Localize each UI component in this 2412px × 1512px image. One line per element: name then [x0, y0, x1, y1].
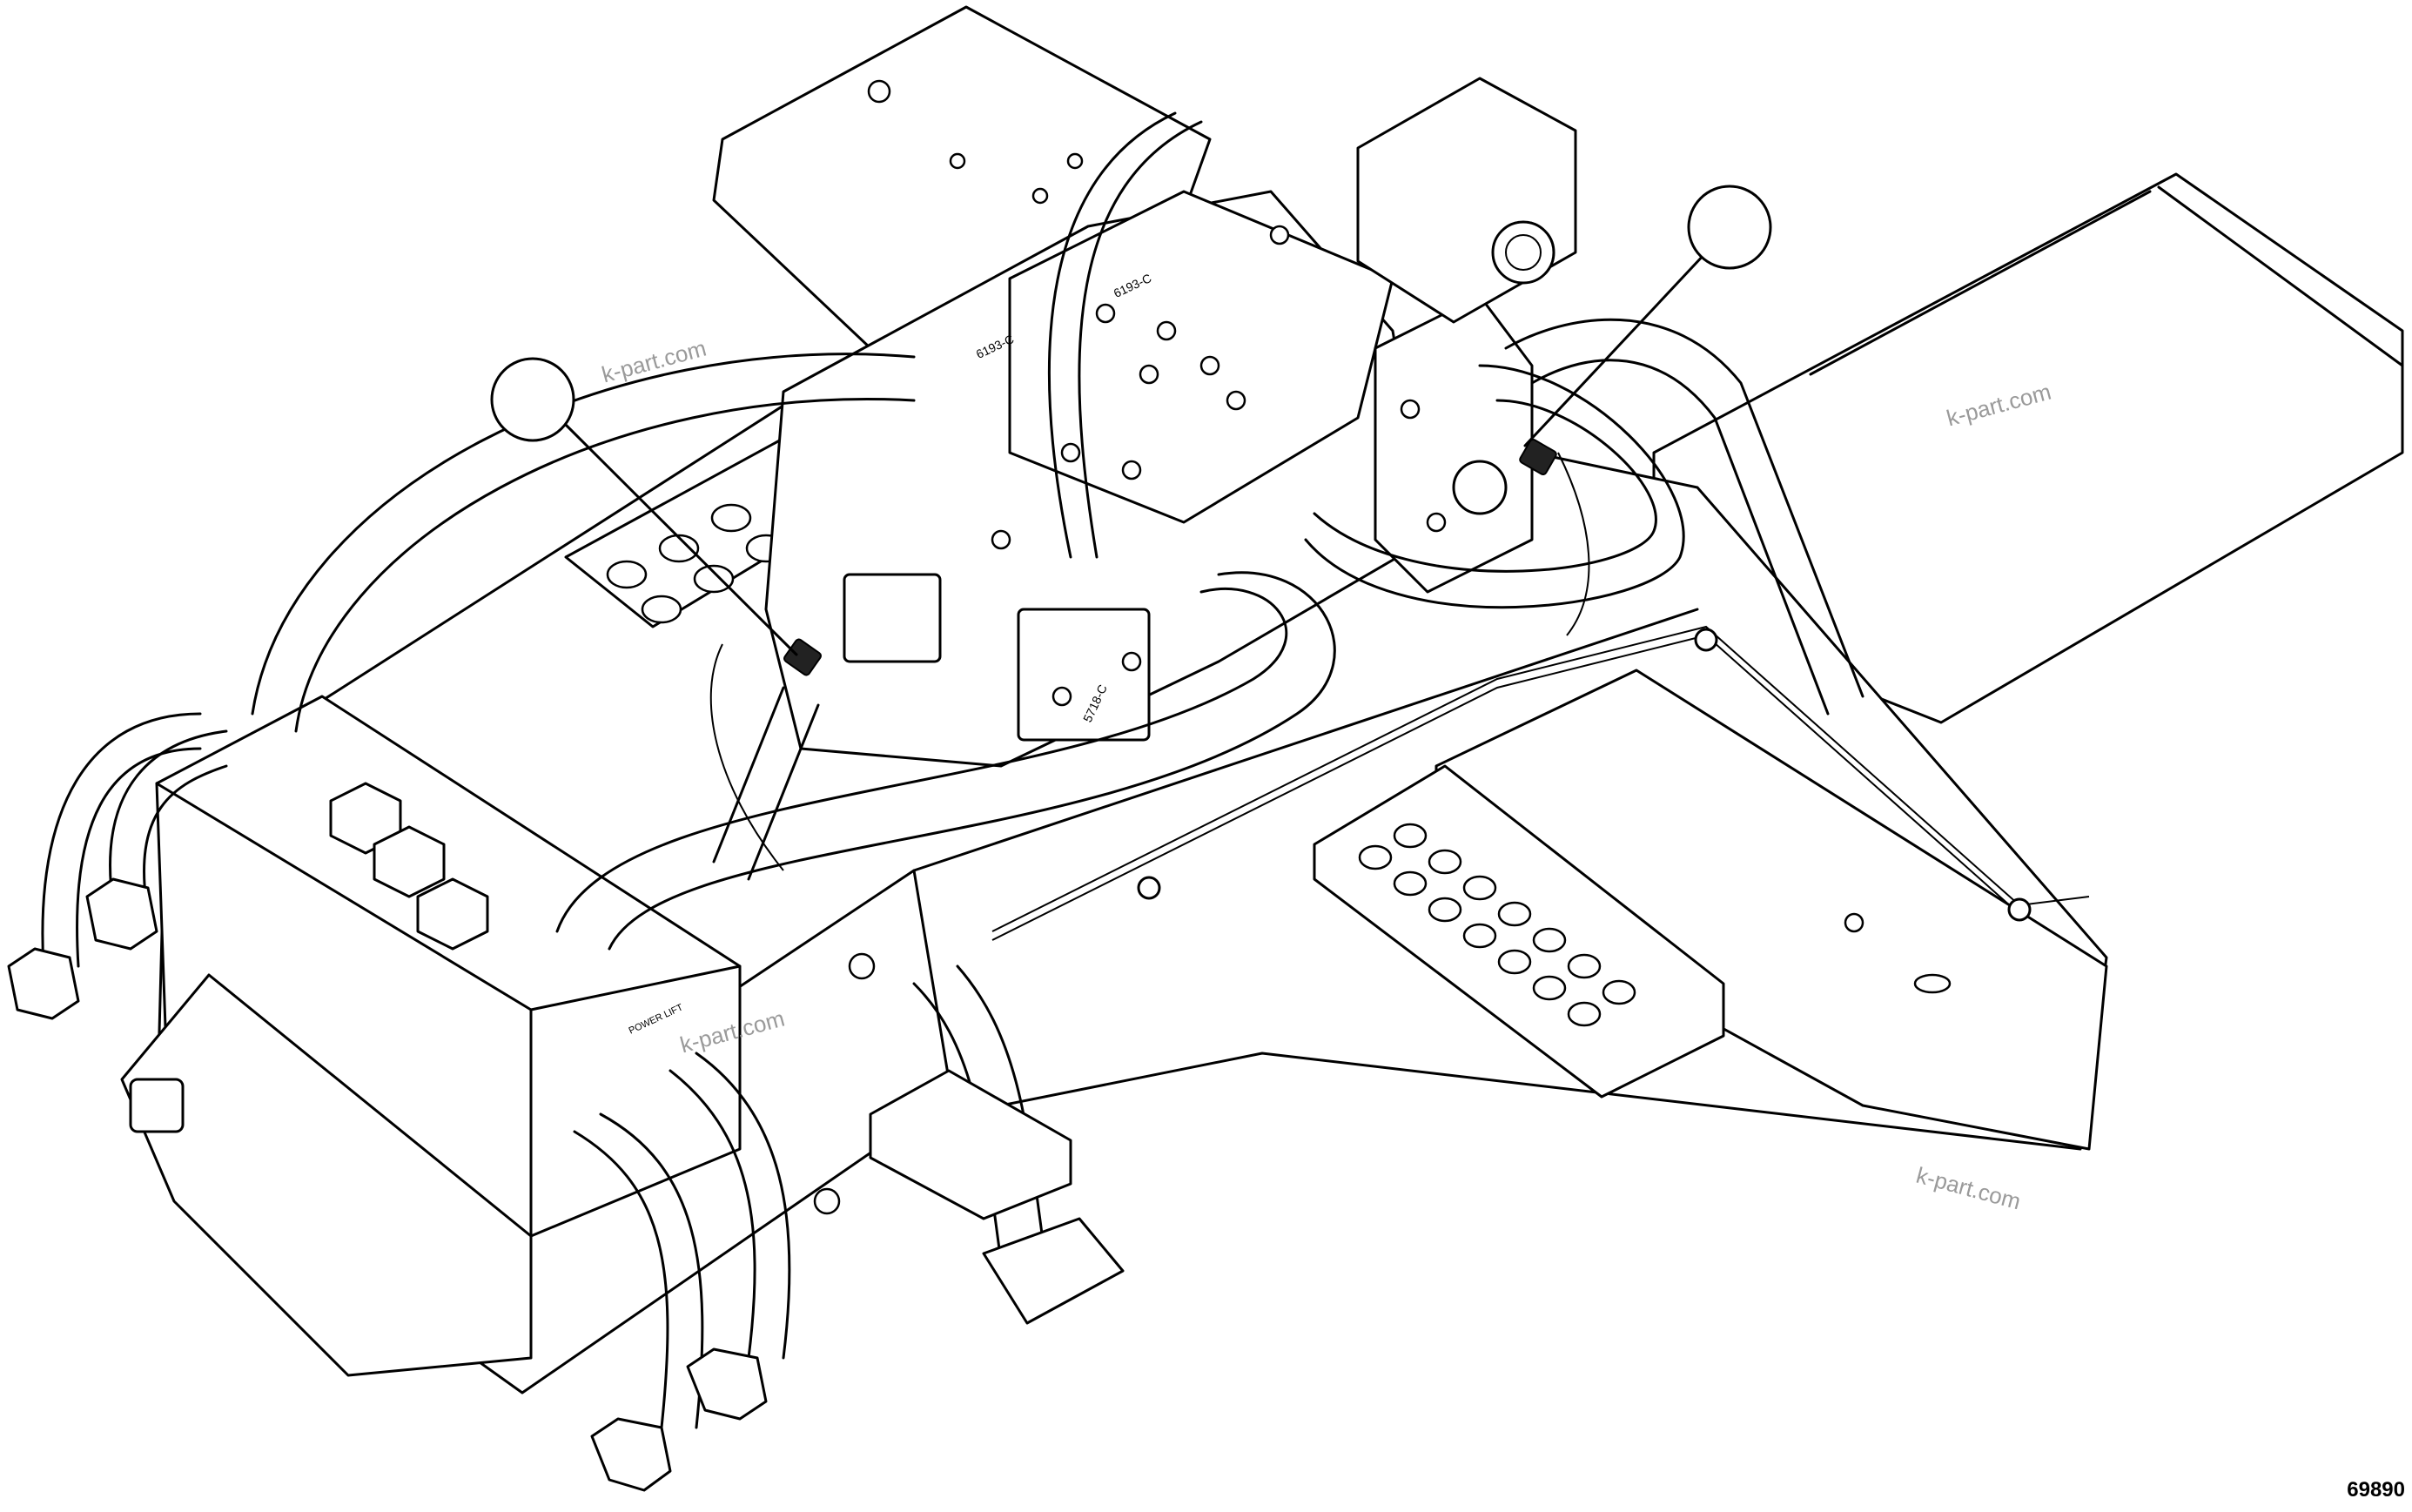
lower-left-block — [120, 973, 533, 1377]
tube-nut — [85, 877, 158, 951]
assembly-bolts — [991, 225, 1447, 707]
sensor-block — [1017, 608, 1151, 742]
left-tube-legs — [7, 712, 228, 1020]
plate-slot — [1913, 973, 1952, 994]
plate-hole — [949, 152, 966, 170]
figure-number: 69890 — [2347, 1478, 2405, 1502]
center-bracket — [869, 1069, 1072, 1220]
callout-circle-1 — [490, 357, 575, 442]
lower-clamp — [982, 1217, 1125, 1325]
perforated-step-right — [1313, 764, 1725, 1099]
tube-nut — [7, 947, 80, 1020]
frame-bolt — [813, 1187, 841, 1215]
housing-edge — [1809, 190, 2152, 376]
plate-bolt — [867, 79, 891, 104]
frame-bolt — [848, 952, 876, 980]
callout-circle-2 — [1687, 185, 1772, 270]
port-fitting — [1452, 460, 1508, 515]
housing-edge — [2157, 185, 2404, 367]
tube-nut — [686, 1347, 768, 1421]
step-holes-left — [606, 503, 787, 624]
side-block — [843, 573, 942, 663]
valve-block-upper — [1008, 190, 1394, 524]
tube-nut — [590, 1417, 672, 1492]
callout-1 — [490, 357, 798, 656]
lower-tube-legs — [573, 1052, 791, 1492]
step-holes-right — [1358, 823, 1636, 1027]
hydraulic-tubes — [251, 111, 1864, 1264]
fitting-cap — [1491, 220, 1555, 285]
plate-hole — [1031, 187, 1049, 205]
hex-caps — [329, 782, 489, 951]
control-block — [1374, 294, 1534, 594]
plate-hole — [1066, 152, 1084, 170]
pressure-sensor-right — [1519, 438, 1557, 476]
wire-harness — [709, 452, 2090, 941]
coupling — [129, 1078, 185, 1133]
callout-2 — [1523, 185, 1772, 447]
plate-hole — [1844, 912, 1864, 933]
